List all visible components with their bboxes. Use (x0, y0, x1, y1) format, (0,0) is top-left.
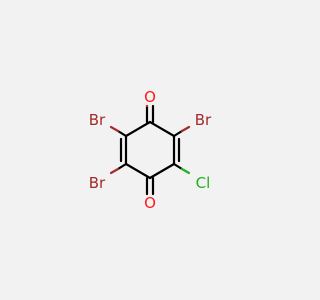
atom-br-upper-right: Br (195, 111, 212, 129)
bond-c3-cl-color (180, 167, 191, 175)
atom-o-bottom: O (144, 194, 156, 212)
bond-c6-c1 (124, 120, 152, 138)
bond-c2-br-ur-black (172, 129, 184, 138)
bond-c1-c2 (148, 120, 176, 138)
carbonyl-bonds (145, 104, 155, 196)
bond-c3-cl-black (172, 162, 184, 171)
atom-br-upper-left: Br (89, 111, 106, 129)
molecule-structure: O O Br Br Br Cl (89, 88, 212, 212)
bond-c2-br-ur-color (180, 125, 191, 133)
halogen-bonds (109, 125, 191, 175)
bond-c6-br-ul-black (116, 129, 128, 138)
atom-cl-lower-right: Cl (196, 174, 211, 192)
bond-c5-br-ll-color (109, 167, 120, 175)
bond-c4-c5 (124, 162, 152, 180)
bond-c3-c4 (148, 162, 176, 180)
ring-bonds (119, 120, 181, 180)
bond-c5-br-ll-black (116, 162, 128, 171)
atom-br-lower-left: Br (89, 174, 106, 192)
atom-labels: O O Br Br Br Cl (89, 88, 212, 212)
bond-c6-br-ul-color (109, 125, 120, 133)
atom-o-top: O (144, 88, 156, 106)
